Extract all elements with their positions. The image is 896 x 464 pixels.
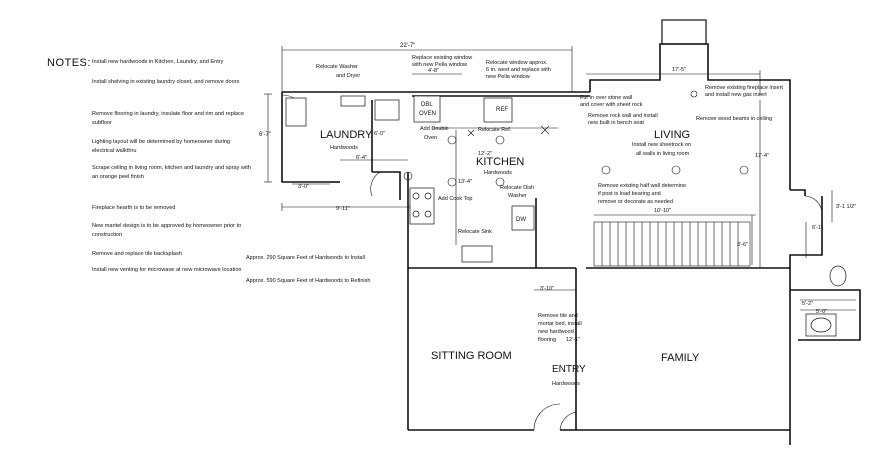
dim-side-2: 6'-1" bbox=[812, 225, 823, 231]
dim-stair-height: 3'-6" bbox=[737, 242, 748, 248]
ann-tile-dim: 12'-1" bbox=[566, 337, 580, 343]
dimension-labels: 22'-7" 4'-8" 17'-5" 6'-7" 6'-0" 6'-4" 3'… bbox=[259, 43, 856, 315]
room-family: FAMILY bbox=[661, 352, 700, 364]
ann-fur-1: Fur in over stone wall bbox=[580, 95, 632, 101]
ann-beams: Remove wood beams in ceiling bbox=[696, 116, 772, 122]
note-item: Scrape ceiling in living room, kitchen a… bbox=[92, 165, 251, 180]
room-laundry: LAUNDRY bbox=[320, 129, 373, 141]
annotations: Relocate Washer and Dryer Replace existi… bbox=[316, 55, 783, 343]
ann-relocate-window-3: new Pella window bbox=[486, 74, 530, 80]
ann-sheetrock-1: Install new sheetrock on bbox=[632, 142, 691, 148]
kitchen-floor: Hardwoods bbox=[484, 170, 512, 176]
dim-bath-1: 5'-2" bbox=[802, 301, 813, 307]
ann-sheetrock-2: all walls in living room bbox=[636, 151, 690, 157]
x-marks bbox=[467, 125, 550, 137]
note-item: Fireplace hearth is to be removed bbox=[92, 205, 176, 211]
laundry-floor: Hardwoods bbox=[330, 145, 358, 151]
fixtures bbox=[285, 95, 847, 337]
ann-dbl-1: DBL bbox=[421, 102, 433, 108]
ann-sink: Relocate Sink bbox=[458, 229, 492, 235]
note-item: Lighting layout will be determined by ho… bbox=[92, 139, 231, 154]
dim-bath-2: 5'-0" bbox=[816, 309, 827, 315]
note-item: Remove and replace tile backsplash bbox=[92, 251, 182, 257]
door-swings bbox=[281, 94, 823, 431]
ann-halfwall-2: if post is load bearing and bbox=[598, 191, 661, 197]
ann-add-double-2: Oven bbox=[424, 135, 437, 141]
dim-side-1: 3'-1 1/2" bbox=[836, 204, 856, 210]
ann-replace-window-2: with new Pella window bbox=[411, 62, 467, 68]
ann-tile-3: new hardwood bbox=[538, 329, 574, 335]
ann-rock-1: Remove rock wall and install bbox=[588, 113, 658, 119]
dim-closet: 3'-0" bbox=[298, 184, 309, 190]
ann-cooktop: Add Cook Top bbox=[438, 196, 472, 202]
dim-laundry-height: 6'-7" bbox=[259, 132, 271, 138]
dim-laundry-small: 6'-4" bbox=[356, 155, 367, 161]
ann-dbl-2: OVEN bbox=[419, 111, 436, 117]
ann-fur-2: and cover with sheet rock bbox=[580, 102, 643, 108]
dim-overall: 22'-7" bbox=[400, 43, 415, 49]
notes-title: NOTES: bbox=[47, 57, 91, 69]
note-item: Install shelving in existing laundry clo… bbox=[92, 79, 240, 85]
ann-dishwasher-1: Relocate Dish bbox=[500, 185, 534, 191]
dim-living-width: 17'-5" bbox=[672, 67, 686, 73]
dim-living-height: 17'-4" bbox=[755, 153, 769, 159]
ann-dishwasher-2: Washer bbox=[508, 193, 527, 199]
ann-ref: REF bbox=[496, 107, 508, 113]
room-entry: ENTRY bbox=[552, 364, 586, 375]
dim-stair-width: 10'-10" bbox=[654, 208, 671, 214]
ann-tile-2: mortar bed, install bbox=[538, 321, 582, 327]
dim-kitchen-width: 12'-2" bbox=[478, 151, 492, 157]
dimension-lines bbox=[264, 46, 856, 311]
note-item: Install new hardwoods in Kitchen, Laundr… bbox=[92, 59, 224, 65]
room-living: LIVING bbox=[654, 129, 690, 141]
summary-install: Approx. 290 Square Feet of Hardwoods to … bbox=[246, 255, 365, 261]
ann-dw: DW bbox=[516, 217, 526, 223]
ann-fireplace-2: and install new gas insert bbox=[705, 92, 767, 98]
note-item: Remove flooring in laundry, insulate flo… bbox=[92, 111, 244, 126]
walls bbox=[281, 19, 861, 445]
ann-halfwall-3: remove or decorate as needed bbox=[598, 199, 673, 205]
ann-fireplace-1: Remove existing fireplace insert bbox=[705, 85, 783, 91]
summary-refinish: Approx. 590 Square Feet of Hardwoods to … bbox=[246, 278, 370, 284]
light-fixtures bbox=[403, 90, 749, 187]
stairs bbox=[593, 221, 751, 267]
dim-lower-width: 9'-11" bbox=[336, 206, 350, 212]
ann-add-double-1: Add Double bbox=[420, 126, 449, 132]
ann-replace-window-1: Replace existing window bbox=[412, 55, 472, 61]
dim-laundry-inner: 6'-0" bbox=[374, 131, 385, 137]
ann-halfwall-1: Remove existing half wall determine bbox=[598, 183, 686, 189]
ann-tile-4: flooring bbox=[538, 337, 556, 343]
ann-tile-1: Remove tile and bbox=[538, 313, 578, 319]
note-item: Install new venting for microwave at new… bbox=[92, 267, 242, 273]
dim-window: 4'-8" bbox=[428, 68, 439, 74]
room-kitchen: KITCHEN bbox=[476, 156, 524, 168]
ann-relocate-window-1: Relocate window approx. bbox=[486, 60, 548, 66]
note-item: New mantel design is to be approved by h… bbox=[92, 223, 242, 238]
ann-relocate-ref: Relocate Ref. bbox=[478, 127, 512, 133]
room-sitting: SITTING ROOM bbox=[431, 350, 512, 362]
ann-relocate-window-2: 6 in. west and replace with bbox=[486, 67, 551, 73]
dim-entry-width: 3'-10" bbox=[540, 286, 554, 292]
ann-relocate-washer-2: and Dryer bbox=[336, 73, 360, 79]
dim-kitchen-height: 13'-4" bbox=[458, 179, 472, 185]
entry-floor: Hardwoods bbox=[552, 381, 580, 387]
ann-rock-2: new built in bench seat bbox=[588, 120, 644, 126]
ann-relocate-washer-1: Relocate Washer bbox=[316, 64, 358, 70]
